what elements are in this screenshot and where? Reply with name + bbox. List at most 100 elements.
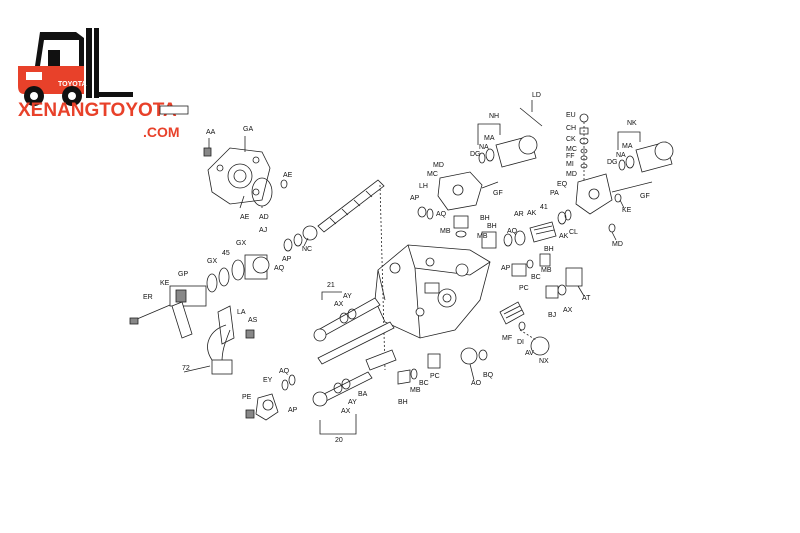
check-valve-stack — [579, 113, 589, 180]
spool-20 — [312, 321, 397, 407]
callout-label: BA — [358, 391, 368, 398]
callout-label: EQ — [557, 181, 568, 188]
right-solenoid — [575, 141, 674, 233]
leader-lines — [183, 100, 625, 381]
group-bracket-21 — [321, 291, 342, 300]
callout-label: AJ — [259, 227, 267, 234]
sheet-code-box — [159, 105, 189, 115]
callout-label: GX — [236, 240, 246, 247]
callout-label: CH — [566, 125, 576, 132]
callout-label: AY — [343, 293, 352, 300]
callout-label: ER — [143, 294, 153, 301]
callout-label: LA — [237, 309, 246, 316]
spool-21 — [313, 297, 381, 342]
callout-label: AP — [410, 195, 420, 202]
callout-label: AK — [559, 233, 569, 240]
callout-label: MB — [410, 387, 421, 394]
callout-label: AP — [501, 265, 511, 272]
callout-label: AX — [563, 307, 573, 314]
callout-label: MB — [440, 228, 451, 235]
callout-label: BC — [531, 274, 541, 281]
callout-label: FF — [566, 153, 575, 160]
callout-label: GF — [640, 193, 650, 200]
group-bracket-nh — [477, 123, 501, 145]
mid-block — [417, 171, 499, 220]
callout-label: AY — [348, 399, 357, 406]
small-seal — [280, 179, 288, 189]
callout-label: MD — [433, 162, 444, 169]
callout-label: AE — [283, 172, 293, 179]
main-spool — [283, 179, 385, 252]
callout-label: GF — [493, 190, 503, 197]
callout-label: AS — [248, 317, 258, 324]
callout-label: MD — [566, 171, 577, 178]
callout-label: NA — [616, 152, 626, 159]
bolt — [203, 147, 212, 157]
callout-label: AK — [527, 210, 537, 217]
callout-label: NA — [479, 144, 489, 151]
callout-label: 72 — [182, 365, 190, 372]
callout-label: MB — [477, 233, 488, 240]
callout-label: BH — [544, 246, 554, 253]
callout-label: NX — [539, 358, 549, 365]
callout-label: PC — [430, 373, 440, 380]
callout-label: MC — [566, 146, 577, 153]
callout-label: PC — [519, 285, 529, 292]
callout-label: BC — [419, 380, 429, 387]
callout-label: PA — [550, 190, 559, 197]
callout-label: AQ — [436, 211, 447, 218]
callout-label: MA — [622, 143, 633, 150]
callout-label: CL — [569, 229, 578, 236]
callout-label: AA — [206, 129, 216, 136]
callout-label: AP — [282, 256, 292, 263]
callout-label: AQ — [274, 265, 285, 272]
callout-label: PE — [242, 394, 252, 401]
end-cap — [245, 374, 296, 421]
callout-label: DG — [470, 151, 481, 158]
callout-label: MD — [612, 241, 623, 248]
callout-label: MB — [541, 267, 552, 274]
callout-label: AQ — [279, 368, 290, 375]
callout-label: BH — [398, 399, 408, 406]
cover-plate — [207, 147, 271, 205]
callout-label: LD — [532, 92, 541, 99]
forklift-logo-icon: TOYOTA — [18, 28, 133, 106]
callout-label: NK — [627, 120, 637, 127]
callout-label: 20 — [335, 437, 343, 444]
relief-valve — [481, 209, 572, 249]
callout-label: AX — [341, 408, 351, 415]
callout-label: GX — [207, 258, 217, 265]
callout-label: AP — [288, 407, 298, 414]
wire-harness — [171, 301, 255, 375]
control-valve-body — [374, 244, 491, 339]
callout-label: DG — [607, 159, 618, 166]
callout-label: GA — [243, 126, 253, 133]
callout-label: MA — [484, 135, 495, 142]
logo-badge-text: TOYOTA — [58, 81, 87, 88]
callout-label: EY — [263, 377, 273, 384]
callout-label: 41 — [540, 204, 548, 211]
callout-label: AT — [582, 295, 591, 302]
callout-label: KE — [160, 280, 170, 287]
plug — [453, 215, 469, 229]
callout-label: 21 — [327, 282, 335, 289]
callout-label: AQ — [507, 228, 518, 235]
callout-label: NH — [489, 113, 499, 120]
callout-label: GP — [178, 271, 188, 278]
callout-label: BH — [480, 215, 490, 222]
callout-label: KE — [622, 207, 632, 214]
callout-label: AR — [514, 211, 524, 218]
left-actuator — [129, 254, 270, 325]
callout-label: CK — [566, 136, 576, 143]
callout-label: MC — [427, 171, 438, 178]
callout-label: MF — [502, 335, 512, 342]
brand-name: XENANGTOYOTA — [18, 100, 177, 121]
callout-label: 45 — [222, 250, 230, 257]
callout-label: BH — [487, 223, 497, 230]
group-bracket-nk — [617, 131, 641, 150]
upper-solenoid — [478, 107, 543, 168]
callout-label: EU — [566, 112, 576, 119]
brand-domain: .COM — [143, 124, 180, 140]
callout-label: BQ — [483, 372, 494, 379]
